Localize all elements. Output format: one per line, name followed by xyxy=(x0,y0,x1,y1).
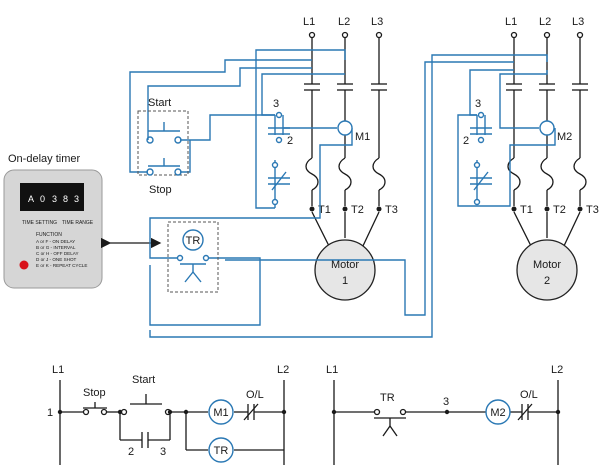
timer-led-icon xyxy=(19,260,29,270)
node-label: 2 xyxy=(128,446,134,458)
rung-number: 1 xyxy=(47,407,53,419)
timer-range-label: TIME RANGE xyxy=(62,220,94,226)
node-label: 2 xyxy=(463,135,469,147)
terminal-label: T3 xyxy=(385,204,398,216)
timer-digit: 3 xyxy=(74,194,79,204)
start-label: Start xyxy=(148,97,171,109)
power-circuit-1: L1 L2 L3 T1 T2 T3 Motor 1 xyxy=(303,16,398,301)
coil-label: TR xyxy=(214,445,229,457)
overload-label: O/L xyxy=(246,389,264,401)
m2-ladder-coil-icon xyxy=(485,399,511,425)
timer-digit: 3 xyxy=(52,194,57,204)
node-label: 3 xyxy=(443,396,449,408)
m1-ladder-coil-icon xyxy=(208,399,234,425)
terminal-label: T1 xyxy=(520,204,533,216)
timer-function-line: D or J - ONE SHOT xyxy=(36,257,77,262)
ladder-diagram-1: L1 L2 1 Stop Start 2 xyxy=(47,364,289,465)
line-label: L2 xyxy=(539,16,551,28)
stop-label: Stop xyxy=(149,184,172,196)
motor-label: Motor xyxy=(533,259,561,271)
terminal-label: T2 xyxy=(553,204,566,216)
tr-contact-label: TR xyxy=(380,392,395,404)
coil-label: M2 xyxy=(490,407,505,419)
timer-function-line: A or F - ON DELAY xyxy=(36,239,75,244)
aux-contacts-1: 3 2 M1 xyxy=(268,98,370,206)
coil-label: M2 xyxy=(557,131,572,143)
node-label: 3 xyxy=(475,98,481,110)
coil-label: M1 xyxy=(355,131,370,143)
m2-coil-icon xyxy=(539,120,555,136)
line-label: L3 xyxy=(371,16,383,28)
power-circuit-2: L1 L2 L3 T1 T2 T3 Motor 2 xyxy=(505,16,599,301)
timer-digit: A xyxy=(28,194,34,204)
rail-label: L2 xyxy=(551,364,563,376)
timer-digits: A 0 3 8 3 xyxy=(28,194,79,204)
ladder-diagram-2: L1 L2 TR 3 O/L M2 xyxy=(326,364,563,465)
rail-label: L1 xyxy=(52,364,64,376)
tr-coil-label: TR xyxy=(186,235,201,247)
tr-coil-icon xyxy=(182,229,204,251)
timer-title: On-delay timer xyxy=(8,153,80,165)
tr-ladder-coil-icon xyxy=(208,437,234,463)
motor-1-icon xyxy=(314,239,376,301)
start-label: Start xyxy=(132,374,155,386)
line-label: L1 xyxy=(505,16,517,28)
stop-label: Stop xyxy=(83,387,106,399)
aux-contacts-2: 3 2 M2 xyxy=(463,98,572,206)
motor-number: 2 xyxy=(544,275,550,287)
terminal-label: T1 xyxy=(318,204,331,216)
timer-function-line: B or G - INTERVAL xyxy=(36,245,76,250)
timer-setting-label: TIME SETTING xyxy=(22,220,57,226)
line-label: L2 xyxy=(338,16,350,28)
node-label: 3 xyxy=(273,98,279,110)
node-label: 2 xyxy=(287,135,293,147)
terminal-label: T3 xyxy=(586,204,599,216)
rail-label: L2 xyxy=(277,364,289,376)
m1-coil-icon xyxy=(337,120,353,136)
start-stop-station[interactable]: Start Stop xyxy=(137,97,189,196)
terminal-label: T2 xyxy=(351,204,364,216)
timer-function-line: E or K - REPEAT CYCLE xyxy=(36,263,87,268)
timer-digit: 8 xyxy=(63,194,68,204)
timer-function-title: FUNCTION xyxy=(36,232,62,238)
on-delay-timer: On-delay timer A 0 3 8 3 TIME SETTING TI… xyxy=(3,153,103,289)
timer-display xyxy=(20,183,84,211)
motor-number: 1 xyxy=(342,275,348,287)
rail-label: L1 xyxy=(326,364,338,376)
line-label: L3 xyxy=(572,16,584,28)
motor-label: Motor xyxy=(331,259,359,271)
timer-digit: 0 xyxy=(40,194,45,204)
node-label: 3 xyxy=(160,446,166,458)
timer-relay-box: TR xyxy=(167,221,219,293)
timer-function-line: C or H - OFF DELAY xyxy=(36,251,79,256)
coil-label: M1 xyxy=(213,407,228,419)
overload-label: O/L xyxy=(520,389,538,401)
motor-2-icon xyxy=(516,239,578,301)
line-label: L1 xyxy=(303,16,315,28)
